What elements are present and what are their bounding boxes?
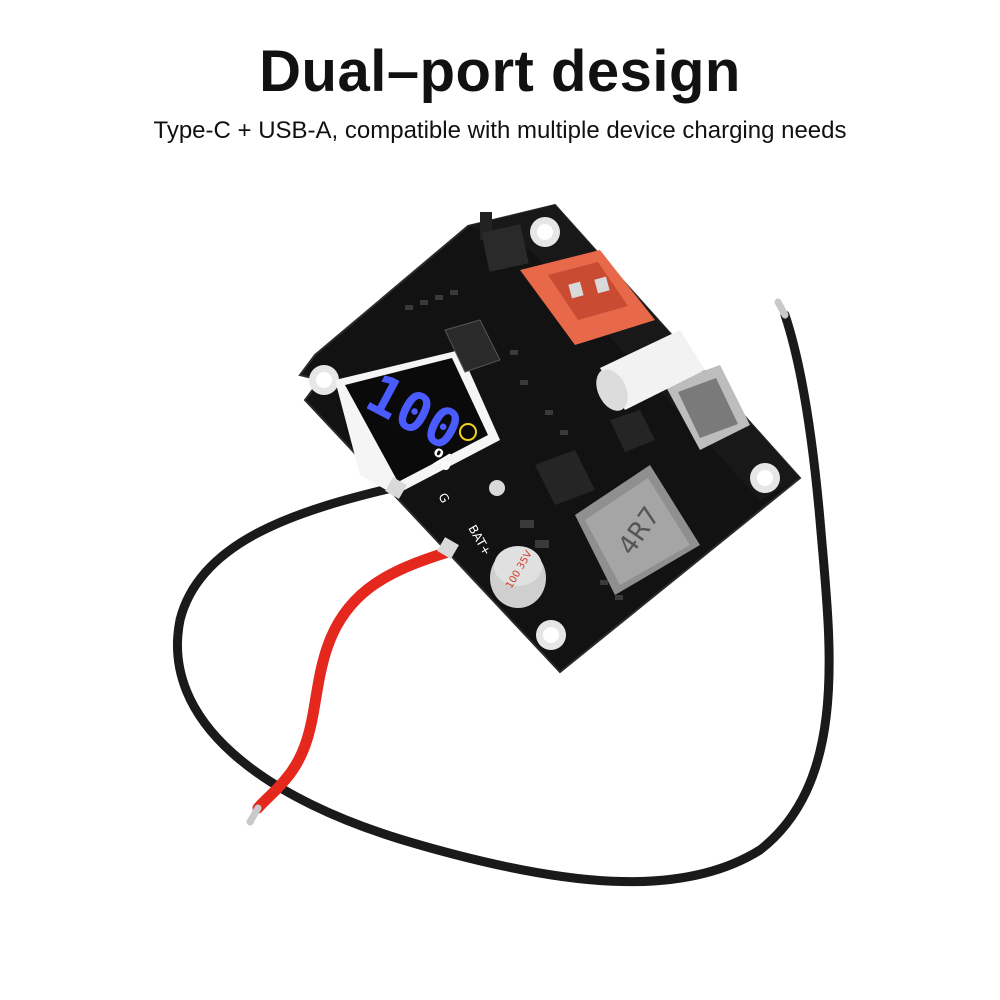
black-wire: [173, 310, 834, 887]
black-wire-tip: [774, 298, 789, 319]
mounting-holes: [309, 217, 780, 650]
red-wire: [252, 546, 454, 814]
charge-icon: [459, 423, 477, 441]
slide-switch: [480, 212, 529, 272]
page-subtitle: Type-C + USB-A, compatible with multiple…: [153, 117, 847, 144]
red-wire-tip: [246, 804, 262, 826]
smd-components: [405, 290, 623, 600]
inductor: 4R7: [575, 465, 700, 595]
led-display: 100 %: [335, 350, 500, 495]
page-title: Dual–port design: [259, 39, 741, 104]
white-capacitor: [596, 330, 705, 411]
usb-c-port: [665, 365, 750, 450]
ic-chips: [444, 319, 655, 505]
electrolytic-capacitor: 100 35V: [490, 546, 546, 608]
usb-a-port: [520, 250, 655, 345]
